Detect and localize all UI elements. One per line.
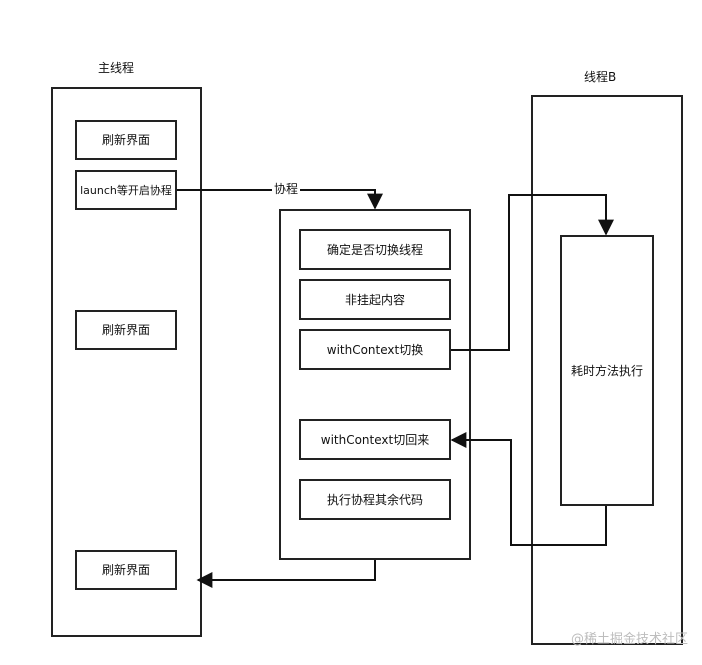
coroutine-return-arrow — [196, 560, 376, 588]
coroutine-edge-label: 协程 — [272, 182, 301, 196]
thread-b-lane — [531, 95, 683, 645]
time-consuming-box: 耗时方法执行 — [560, 235, 654, 506]
main-refresh-box-2: 刷新界面 — [75, 310, 177, 350]
determine-switch-box: 确定是否切换线程 — [299, 229, 451, 270]
main-refresh-box-1: 刷新界面 — [75, 120, 177, 160]
thread-b-title: 线程B — [584, 70, 617, 84]
watermark-text: @稀土掘金技术社区 — [570, 632, 688, 647]
execute-rest-box: 执行协程其余代码 — [299, 479, 451, 520]
with-context-switch-box: withContext切换 — [299, 329, 451, 370]
thread-b-back-arrow — [450, 432, 607, 546]
launch-to-coroutine-arrow — [177, 189, 383, 210]
main-refresh-box-3: 刷新界面 — [75, 550, 177, 590]
main-thread-title: 主线程 — [98, 61, 135, 75]
non-suspend-box: 非挂起内容 — [299, 279, 451, 320]
with-context-back-box: withContext切回来 — [299, 419, 451, 460]
main-launch-box: launch等开启协程 — [75, 170, 177, 210]
switch-to-thread-b-arrow — [451, 194, 614, 351]
